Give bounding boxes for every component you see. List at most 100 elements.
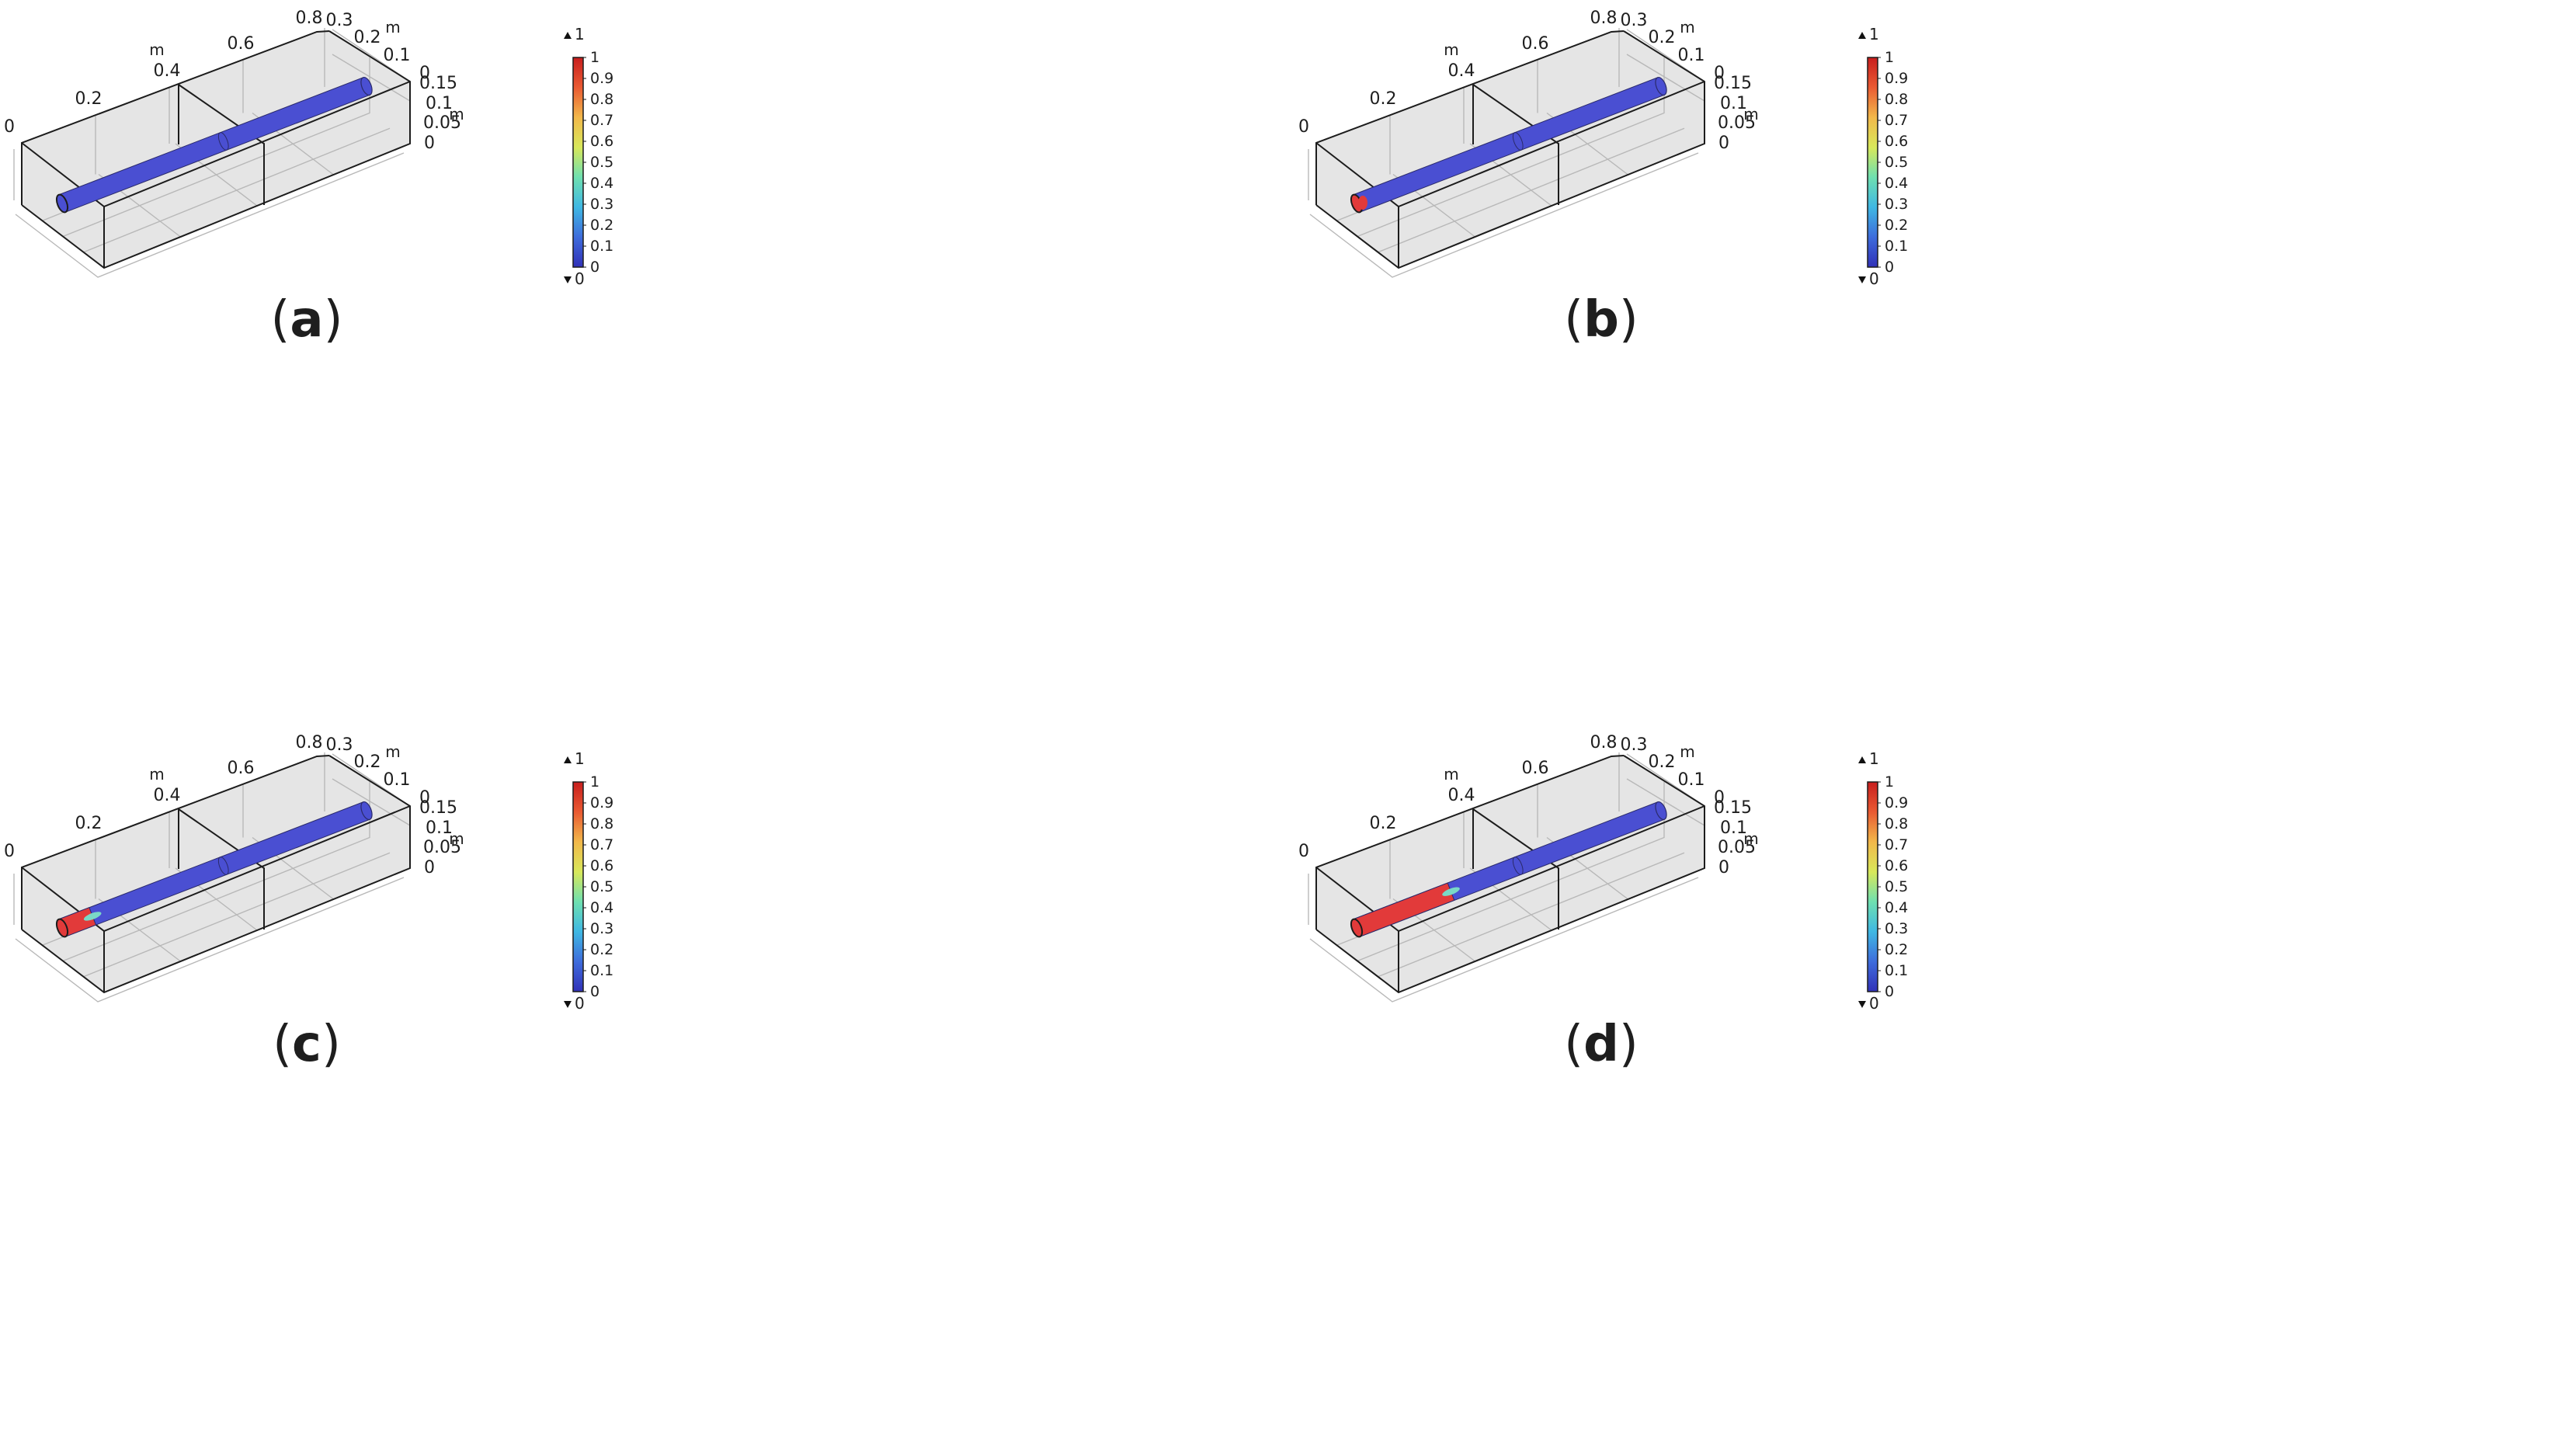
grid-floor-edge xyxy=(15,877,405,1003)
x-tick-label: 0.2 xyxy=(75,814,103,833)
pipe-cylinder xyxy=(55,801,373,938)
box-edge xyxy=(21,30,411,269)
colorbar-tick-label: 0.2 xyxy=(590,217,613,234)
y-tick-label: 0 xyxy=(419,788,430,808)
colorbar-tick-label: 1 xyxy=(590,49,599,66)
colorbar-tick-label: 0.6 xyxy=(590,133,613,150)
colorbar-tick-label: 0.1 xyxy=(590,962,613,979)
max-arrow-icon xyxy=(1858,756,1866,763)
colorbar-tick-label: 1 xyxy=(1885,773,1894,791)
colorbar-tick-label: 0.6 xyxy=(590,857,613,874)
x-tick-label: 0 xyxy=(1298,117,1309,137)
colorbar-max-label: 1 xyxy=(575,25,585,43)
z-tick-label: 0 xyxy=(424,134,435,153)
panel-label: d xyxy=(1583,1016,1619,1073)
box-edge xyxy=(1315,30,1705,269)
z-unit-label: m xyxy=(1743,105,1758,123)
box-edges xyxy=(1315,30,1705,269)
x-tick-label: 0 xyxy=(4,117,15,137)
x-tick-label: 0.8 xyxy=(1590,9,1618,28)
min-arrow-icon xyxy=(1858,1001,1866,1008)
z-tick-label: 0.15 xyxy=(419,798,457,818)
box-edges xyxy=(21,30,411,269)
x-tick-label: 0.2 xyxy=(75,89,103,109)
z-tick-label: 0.15 xyxy=(1714,74,1752,93)
pipe-joint xyxy=(217,132,229,151)
box-edges xyxy=(21,755,411,994)
front-interface xyxy=(1442,887,1460,896)
y-tick-label: 0 xyxy=(1714,64,1725,83)
max-arrow-icon xyxy=(564,756,572,763)
colorbar-max-label: 1 xyxy=(575,749,585,768)
colorbar-tick-label: 0.1 xyxy=(590,238,613,255)
z-tick-label: 0.1 xyxy=(426,94,453,113)
max-arrow-icon xyxy=(1858,32,1866,39)
caption-paren: ) xyxy=(1619,291,1638,349)
box-edge xyxy=(1315,755,1705,994)
colorbar-tick-label: 0.3 xyxy=(1885,920,1908,937)
y-tick-label: 0.2 xyxy=(354,28,381,47)
colorbar-min-label: 0 xyxy=(575,269,585,288)
colorbar-tick-label: 1 xyxy=(590,773,599,791)
x-tick-label: 0.2 xyxy=(1370,814,1397,833)
pipe-cylinder xyxy=(1350,801,1667,938)
colorbar-tick-label: 0.9 xyxy=(1885,794,1908,811)
colorbar-tick-label: 0.8 xyxy=(1885,91,1908,108)
panel-caption: (b) xyxy=(1564,291,1638,349)
panel-label: a xyxy=(290,291,323,349)
x-tick-label: 0 xyxy=(1298,842,1309,861)
colorbar-tick-label: 0.3 xyxy=(1885,196,1908,213)
box-edge xyxy=(21,755,411,994)
z-unit-label: m xyxy=(1743,829,1758,848)
x-tick-label: 0.6 xyxy=(228,34,255,54)
colorbar-tick-label: 0.9 xyxy=(590,794,613,811)
colorbar-scale xyxy=(1867,781,1878,992)
y-tick-label: 0 xyxy=(419,64,430,83)
colorbar-tick-label: 0.6 xyxy=(1885,133,1908,150)
colorbar-tick-label: 0.6 xyxy=(1885,857,1908,874)
colorbar-tick-label: 0.2 xyxy=(590,941,613,958)
y-unit-label: m xyxy=(1680,742,1694,761)
colorbar-scale xyxy=(572,57,584,268)
colorbar-tick-label: 0.7 xyxy=(1885,836,1908,853)
colorbar-tick-label: 0.2 xyxy=(1885,217,1908,234)
panel-caption: (d) xyxy=(1564,1016,1638,1073)
box-partition xyxy=(178,84,265,205)
colorbar-tick-label: 0.9 xyxy=(590,70,613,87)
z-tick-label: 0.1 xyxy=(426,818,453,838)
colorbar-min-label: 0 xyxy=(1869,269,1879,288)
z-tick-label: 0.05 xyxy=(423,838,461,857)
grid-floor-edge xyxy=(1309,152,1699,278)
panel-label: c xyxy=(292,1016,321,1073)
box-partition xyxy=(1472,808,1559,930)
grid-wall-line xyxy=(332,778,411,826)
y-tick-label: 0.1 xyxy=(384,770,411,790)
z-tick-label: 0 xyxy=(1718,858,1729,877)
pipe-cylinder xyxy=(1350,76,1667,214)
z-tick-label: 0.1 xyxy=(1720,94,1747,113)
pipe-joint xyxy=(217,857,229,875)
x-unit-label: m xyxy=(1444,40,1458,59)
z-unit-label: m xyxy=(449,105,464,123)
panel-caption: (c) xyxy=(273,1016,341,1073)
colorbar-tick-label: 0.8 xyxy=(1885,815,1908,832)
colorbar-tick-label: 0.3 xyxy=(590,920,613,937)
x-unit-label: m xyxy=(1444,765,1458,784)
panel-caption: (a) xyxy=(270,291,342,349)
pipe-end-cap xyxy=(1655,801,1667,821)
grid-wall-line xyxy=(1626,54,1705,102)
colorbar-min-label: 0 xyxy=(575,994,585,1013)
colorbar-tick-label: 0 xyxy=(590,983,599,1000)
x-tick-label: 0 xyxy=(4,842,15,861)
colorbar-tick-label: 0.4 xyxy=(590,899,613,916)
y-tick-label: 0.2 xyxy=(354,752,381,772)
box-edge xyxy=(1315,755,1625,930)
pipe-joint xyxy=(1512,857,1524,875)
y-unit-label: m xyxy=(385,742,400,761)
